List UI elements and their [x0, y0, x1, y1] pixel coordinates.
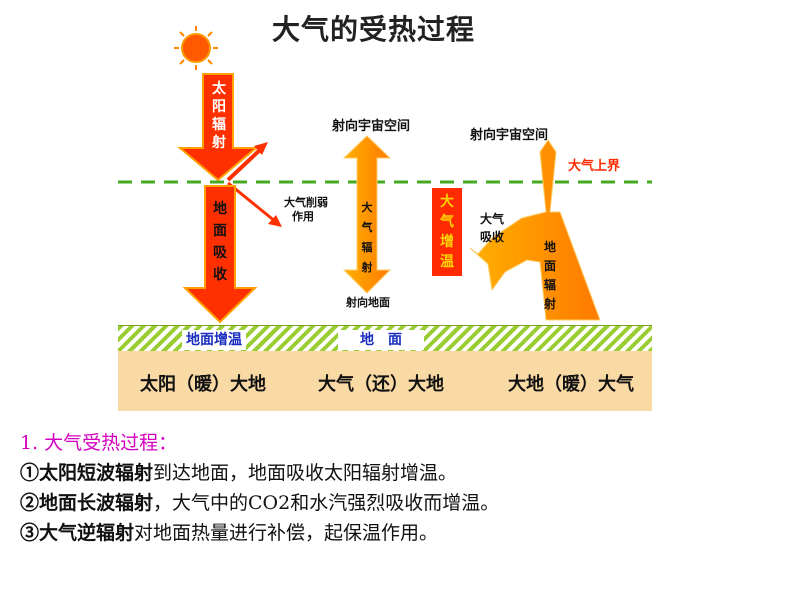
- ground-label: 地 面: [338, 330, 424, 350]
- atmosphere-absorb-label: 大气吸收: [480, 212, 505, 244]
- to-space-label-right: 射向宇宙空间: [470, 128, 549, 143]
- atmosphere-warming-label: 大气 增温: [440, 194, 454, 270]
- ground-absorb-label: 地面 吸收: [213, 201, 227, 283]
- atmosphere-top-label: 大气上界: [568, 159, 621, 174]
- reflection-arrow: [226, 146, 264, 182]
- solar-radiation-arrow: [177, 73, 259, 182]
- weakening-label: 大气削弱作用: [284, 196, 328, 223]
- note-3-strong: ③大气逆辐射: [20, 522, 135, 544]
- ground-radiation-label: 地面 辐射: [543, 240, 556, 311]
- note-1-rest: 到达地面，地面吸收太阳辐射增温。: [153, 462, 458, 484]
- note-line-3: ③大气逆辐射对地面热量进行补偿，起保温作用。: [20, 518, 780, 548]
- solar-radiation-label: 太阳 辐射: [212, 81, 226, 151]
- notes: 1. 大气受热过程： ①太阳短波辐射到达地面，地面吸收太阳辐射增温。 ②地面长波…: [20, 428, 780, 548]
- base-band: [118, 351, 652, 411]
- notes-title: 1. 大气受热过程：: [20, 432, 178, 454]
- ground-warming-label: 地面增温: [182, 330, 246, 350]
- ground-absorb-arrow: [182, 185, 258, 324]
- note-line-2: ②地面长波辐射，大气中的CO2和水汽强烈吸收而增温。: [20, 488, 780, 518]
- sun-icon: [174, 26, 218, 70]
- note-3-rest: 对地面热量进行补偿，起保温作用。: [134, 522, 439, 544]
- to-ground-label: 射向地面: [346, 296, 390, 309]
- note-2-strong: ②地面长波辐射: [20, 492, 154, 514]
- note-1-strong: ①太阳短波辐射: [20, 462, 154, 484]
- to-space-label-left: 射向宇宙空间: [332, 119, 411, 134]
- diagram-title: 大气的受热过程: [272, 13, 476, 46]
- bottom-text-middle: 大气（还）大地: [318, 374, 444, 395]
- note-line-1: ①太阳短波辐射到达地面，地面吸收太阳辐射增温。: [20, 458, 780, 488]
- atmosphere-warming-box: [432, 188, 462, 276]
- bottom-text-left: 太阳（暖）大地: [140, 374, 266, 395]
- atmosphere-radiation-label: 大气 辐射: [361, 201, 373, 274]
- bottom-text-right: 大地（暖）大气: [508, 374, 634, 395]
- note-2-rest: ，大气中的CO2和水汽强烈吸收而增温。: [153, 492, 500, 514]
- atmosphere-radiation-arrow: [342, 135, 392, 294]
- ground-radiation-arrow: [469, 139, 601, 321]
